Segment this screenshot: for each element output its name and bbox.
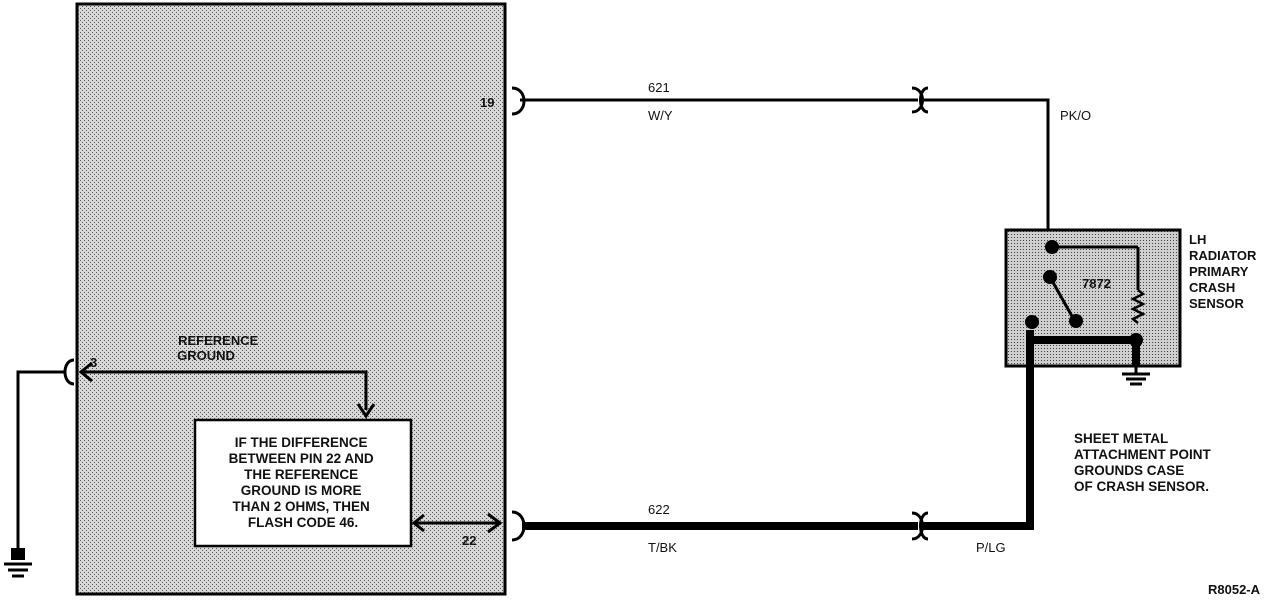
instruction-line: BETWEEN PIN 22 AND [229,451,374,466]
reference-arrow-down [356,403,376,419]
instruction-line: GROUND IS MORE [241,483,362,498]
wire-pk-o [924,98,1050,240]
wire-621-color: W/Y [648,108,673,123]
wire-621-circuit: 621 [648,80,670,95]
pin-22-arrow-right [487,512,503,534]
inline-connector-top [911,86,929,114]
reference-ground-line [80,370,368,410]
instruction-line: IF THE DIFFERENCE [235,435,368,450]
wire-p-lg [922,330,1034,530]
svg-text:IF THE DIFFERENCE BETWEEN: IF THE DIFFERENCE BETWEEN PIN 22 AND THE… [229,435,378,530]
pin-3-connector [63,358,75,386]
pin-3-label: 3 [90,355,97,370]
figure-id: R8052-A [1208,582,1261,597]
ground-wire-left [16,370,64,550]
crash-sensor-switch [1025,240,1146,329]
sensor-name: LH RADIATOR PRIMARY CRASH SENSOR [1189,232,1260,311]
wire-p-lg-color: P/LG [976,540,1006,555]
instruction-line: FLASH CODE 46. [248,515,358,530]
sensor-part-number: 7872 [1082,276,1111,291]
reference-ground-label: REFERENCE GROUND [177,333,262,363]
pin-22-label: 22 [462,533,476,548]
pin-19-label: 19 [480,95,494,110]
sheet-metal-note: SHEET METAL ATTACHMENT POINT GROUNDS CAS… [1074,431,1215,494]
instruction-line: THAN 2 OHMS, THEN [232,499,369,514]
wire-622-circuit: 622 [648,502,670,517]
instruction-box [193,418,413,548]
sensor-ground-icon [1122,366,1150,386]
wire-pk-o-color: PK/O [1060,108,1091,123]
chassis-ground-icon [4,548,32,578]
pin-22-arrow-left [411,513,425,533]
wire-622-color: T/BK [648,540,677,555]
sensor-ground-node [1129,333,1143,347]
reference-arrow-left [78,361,93,383]
instruction-line: THE REFERENCE [244,467,358,482]
